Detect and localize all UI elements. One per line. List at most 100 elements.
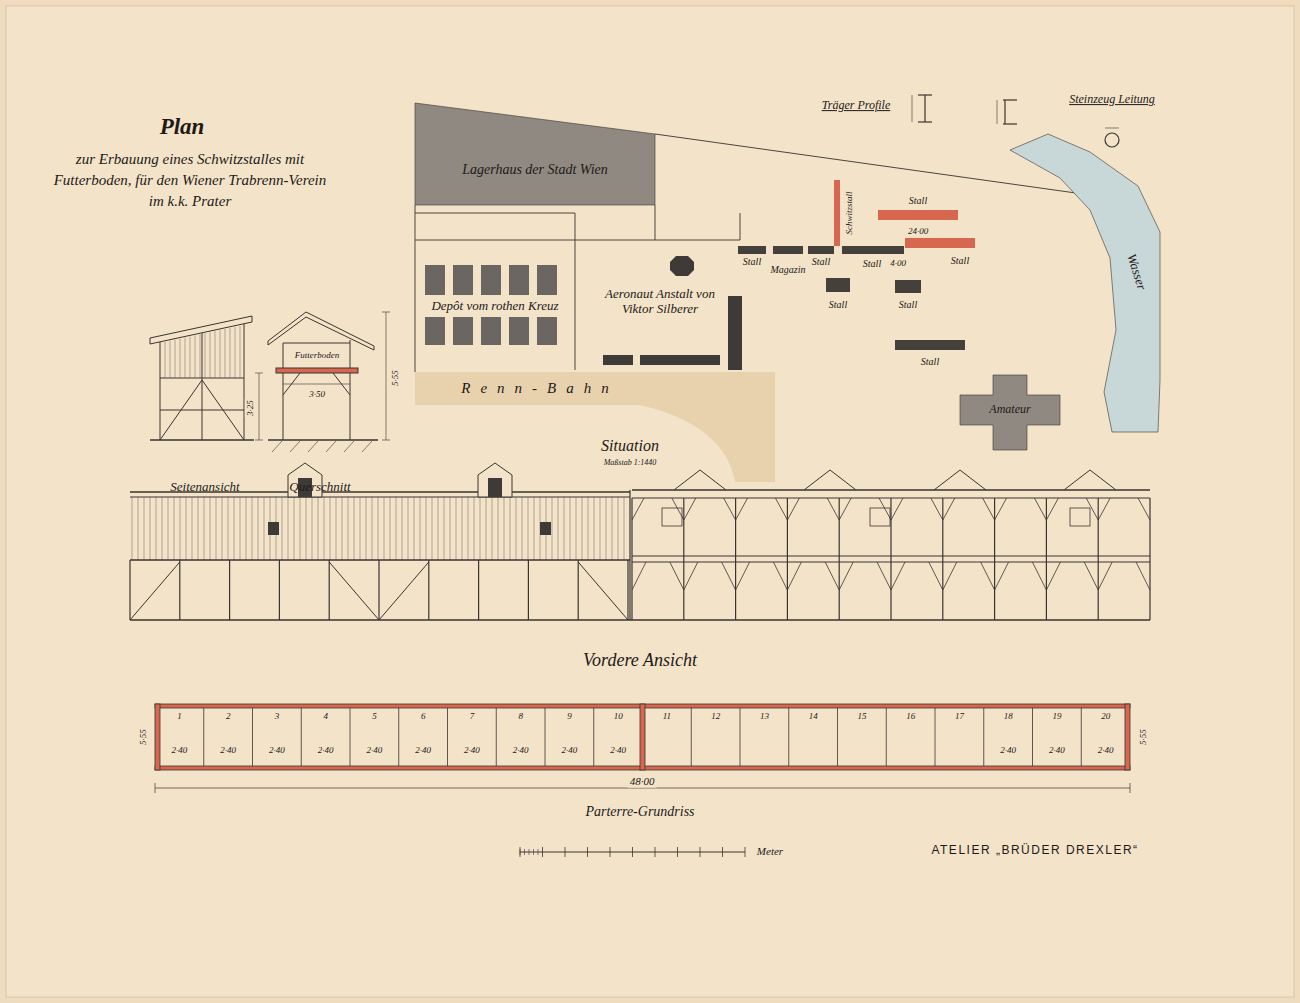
dimension-line xyxy=(1130,783,1131,793)
cross-section xyxy=(362,441,372,452)
building-label: Lagerhaus der Stadt Wien xyxy=(462,162,608,178)
dimension-label: 2·40 xyxy=(513,745,529,755)
dimension-label: 6 xyxy=(421,711,426,721)
boarding-line xyxy=(150,497,151,560)
boarding-line xyxy=(324,497,325,560)
brace-line xyxy=(1098,498,1110,520)
boarding-line xyxy=(312,497,313,560)
cross-section xyxy=(255,312,390,452)
brace-line xyxy=(787,498,799,520)
amateur-pavilion-shape xyxy=(960,375,1060,450)
boarding-line xyxy=(492,497,493,560)
depot-building xyxy=(425,265,445,345)
building-label: Stall xyxy=(921,356,939,368)
dimension-line xyxy=(155,783,156,793)
aeronaut-building xyxy=(640,355,720,365)
dimension-label: 3 xyxy=(275,711,280,721)
dimension-label: 10 xyxy=(614,711,623,721)
window xyxy=(268,522,279,535)
aeronaut-building xyxy=(670,256,694,276)
boarding-line xyxy=(612,497,613,560)
paper xyxy=(6,6,1294,997)
building-label: Stall xyxy=(899,299,917,311)
partition-line xyxy=(788,708,789,766)
dimension-label: 5·55 xyxy=(1138,729,1148,745)
building-label: Stall xyxy=(743,256,761,268)
truss-line xyxy=(674,470,726,490)
dormer xyxy=(288,463,322,497)
post-line xyxy=(1046,498,1047,620)
boarding-line xyxy=(170,341,171,378)
brace-line xyxy=(943,498,955,520)
dimension-line xyxy=(155,788,1130,789)
partition-line xyxy=(301,708,302,766)
warehouse-footprint-shape xyxy=(415,103,655,205)
partition-line xyxy=(252,708,253,766)
brace-line xyxy=(632,498,644,520)
boarding-line xyxy=(190,337,191,378)
dimension-label: 2·40 xyxy=(415,745,431,755)
drawing-label: Träger Profile xyxy=(822,99,891,113)
cross-section xyxy=(268,439,378,441)
dimension-label: 1 xyxy=(177,711,182,721)
post-line xyxy=(279,560,280,620)
building-label: Amateur xyxy=(989,403,1030,417)
cross-section xyxy=(382,312,390,313)
brace-line xyxy=(578,562,628,620)
brace-line xyxy=(825,562,839,590)
building-label: Stall xyxy=(812,256,830,268)
boarding-line xyxy=(235,327,236,378)
post-line xyxy=(787,498,788,620)
side-elevation xyxy=(202,333,203,440)
side-elevation xyxy=(150,439,254,441)
boarding-line xyxy=(588,497,589,560)
site-line xyxy=(415,240,740,241)
dormer-window xyxy=(298,478,312,497)
boarding-line xyxy=(200,334,201,378)
boarding-line xyxy=(264,497,265,560)
boarding-line xyxy=(225,329,226,378)
boarding-line xyxy=(402,497,403,560)
partition-line xyxy=(593,708,594,766)
stable-footprint: Stall xyxy=(826,278,850,292)
warehouse-footprint-outline xyxy=(415,103,655,205)
brace-line xyxy=(724,498,736,520)
window xyxy=(662,508,682,526)
water-course-shape xyxy=(1010,134,1160,432)
boarding-line xyxy=(486,497,487,560)
drawing-label: Querschnitt xyxy=(289,480,350,495)
dimension-label: 16 xyxy=(906,711,915,721)
stable-footprint: Stall xyxy=(895,280,921,293)
dimension-label: 5 xyxy=(372,711,377,721)
dimension-label: 12 xyxy=(711,711,720,721)
side-elevation xyxy=(160,380,202,440)
depot-building xyxy=(481,265,501,345)
warehouse-footprint: Lagerhaus der Stadt Wien xyxy=(415,103,655,205)
drawing-label: Meter xyxy=(757,845,783,858)
post-line xyxy=(229,560,230,620)
drawing-label: Futterboden xyxy=(295,350,340,360)
beam-profile xyxy=(918,121,932,122)
brace-line xyxy=(839,498,851,520)
drawing-line xyxy=(130,491,630,493)
drawing-label: ATELIER „BRÜDER DREXLER“ xyxy=(931,844,1138,858)
truss-line xyxy=(804,470,856,490)
boarding-line xyxy=(185,338,186,378)
pipe-section xyxy=(1105,128,1119,129)
partition-line xyxy=(935,708,936,766)
boarding-line xyxy=(174,497,175,560)
brace-line xyxy=(379,562,429,620)
drawing-label: Maßstab 1:1440 xyxy=(604,458,657,467)
boarding-line xyxy=(175,340,176,378)
wall xyxy=(640,704,645,770)
boarding-line xyxy=(510,497,511,560)
pipe-section xyxy=(1105,133,1119,147)
brace-line xyxy=(1086,498,1098,520)
cross-section xyxy=(344,441,354,452)
side-elevation xyxy=(160,342,161,440)
boarding-line xyxy=(246,497,247,560)
site-line xyxy=(415,213,575,214)
dimension-label: 9 xyxy=(567,711,572,721)
